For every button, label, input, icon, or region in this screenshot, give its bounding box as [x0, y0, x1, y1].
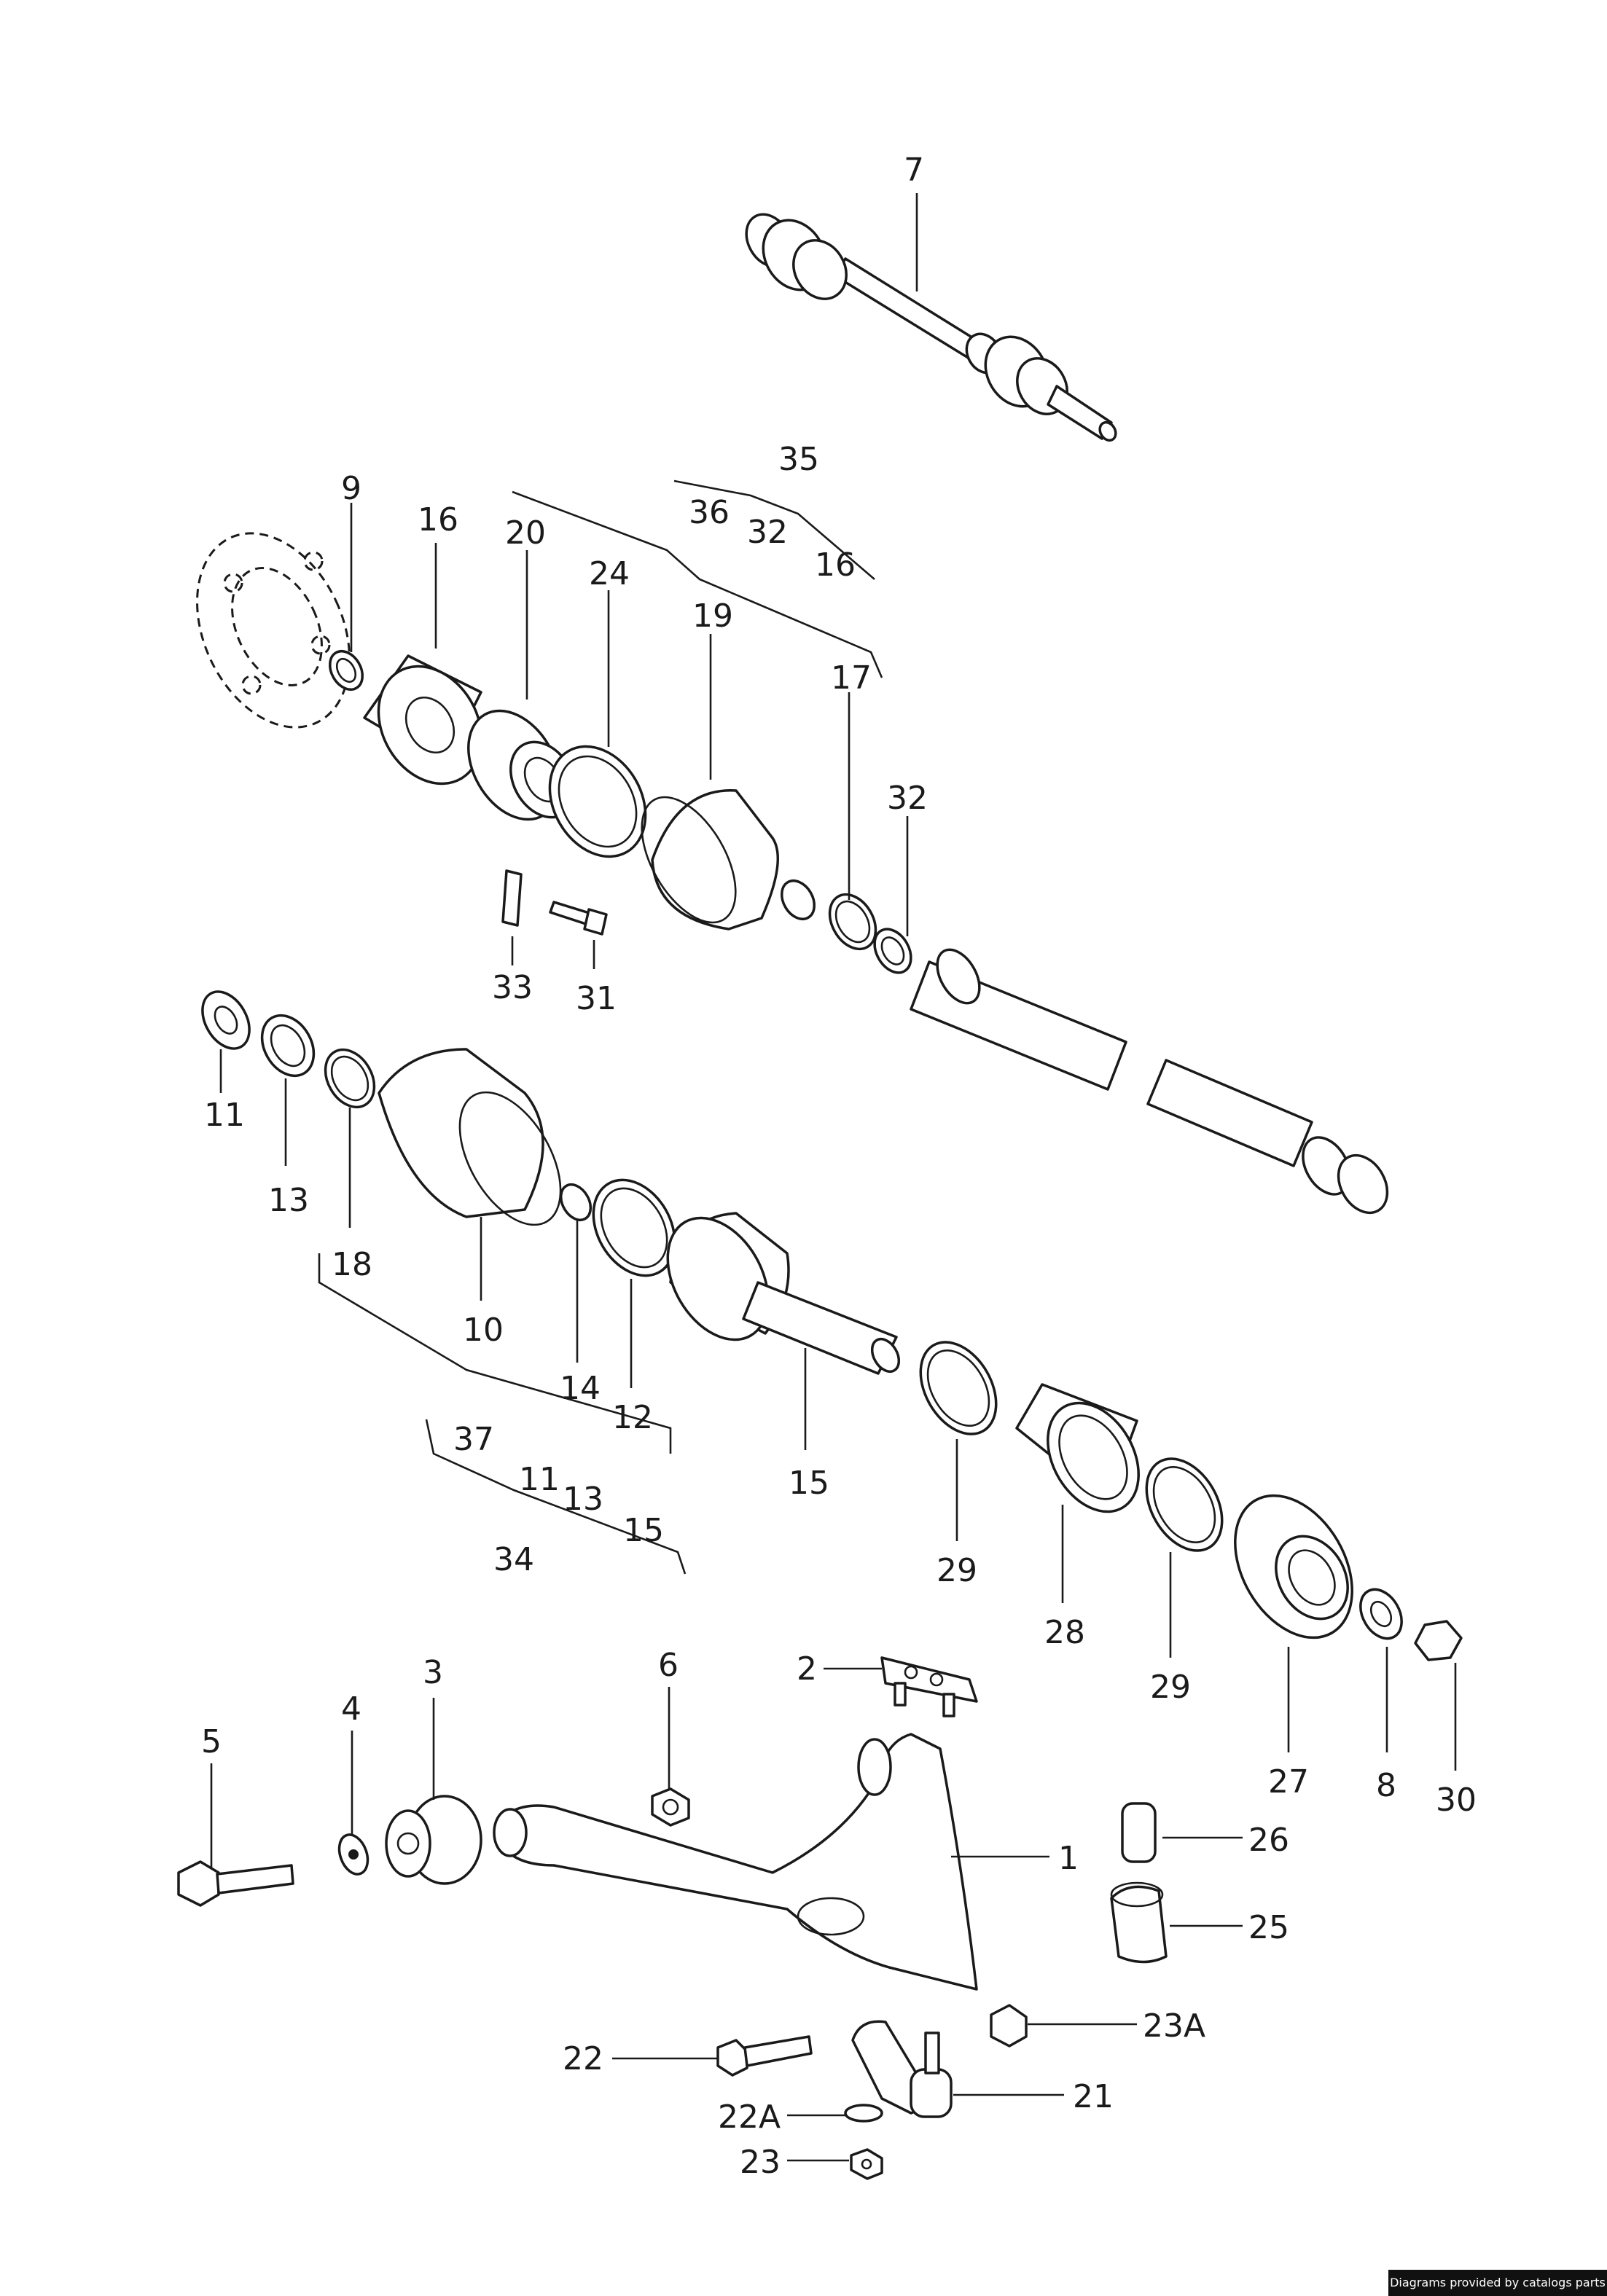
snap-ring-29a: [919, 1341, 998, 1435]
nut-30: [1414, 1620, 1463, 1661]
label-18: 18: [332, 1246, 372, 1283]
label-15: 15: [789, 1465, 829, 1502]
label-25: 25: [1248, 1909, 1289, 1946]
label-16-top: 16: [815, 546, 856, 584]
bushing-25: [1110, 1881, 1168, 1964]
ring-small: [780, 879, 816, 920]
label-29: 29: [937, 1552, 977, 1589]
ring-32: [873, 928, 912, 974]
washer-8: [1359, 1588, 1403, 1640]
ball-joint-21: [851, 2020, 953, 2118]
clamp-17: [828, 893, 877, 951]
label-22: 22: [563, 2040, 603, 2077]
bolt-31: [549, 901, 608, 936]
label-14: 14: [560, 1370, 601, 1407]
label-5: 5: [201, 1723, 222, 1760]
outer-cv-joint-16: [363, 654, 483, 785]
clamp-18: [324, 1048, 376, 1109]
bearing-28: [1015, 1383, 1140, 1513]
hub-27: [1234, 1494, 1353, 1639]
brake-disc-outline: [196, 532, 351, 729]
label-12: 12: [612, 1399, 653, 1436]
label-34: 34: [493, 1541, 534, 1578]
nut-6: [651, 1787, 690, 1827]
label-16: 16: [418, 501, 458, 538]
drive-shaft-middle: [910, 948, 1389, 1215]
label-22a: 22A: [718, 2099, 781, 2136]
label-15-bracket: 15: [623, 1512, 664, 1549]
label-23: 23: [740, 2144, 781, 2181]
label-37: 37: [453, 1421, 494, 1458]
label-20: 20: [505, 514, 546, 552]
clamp-24: [548, 745, 647, 858]
label-9: 9: [341, 470, 361, 507]
label-24: 24: [589, 555, 630, 592]
label-36: 36: [689, 494, 730, 531]
label-17: 17: [831, 659, 872, 697]
bolt-5: [177, 1860, 294, 1907]
label-28: 28: [1044, 1614, 1085, 1651]
washer-11: [201, 990, 251, 1050]
nut-23a: [990, 2004, 1028, 2048]
drive-shaft-assembly: [745, 213, 1117, 442]
bushing-3: [385, 1795, 482, 1885]
label-32: 32: [887, 780, 928, 817]
label-13: 13: [268, 1182, 309, 1219]
boot-10: [378, 1048, 562, 1226]
label-33: 33: [492, 969, 533, 1006]
label-3: 3: [423, 1654, 443, 1691]
label-30: 30: [1436, 1782, 1477, 1819]
leader-lines: [210, 193, 1457, 2162]
label-27: 27: [1268, 1763, 1309, 1801]
bracket-2: [880, 1656, 978, 1717]
cv-joint-15: [666, 1212, 901, 1375]
label-10: 10: [463, 1312, 504, 1349]
control-arm-1: [493, 1733, 978, 1991]
circlip-9: [328, 650, 364, 691]
washer-22a: [844, 2104, 883, 2123]
label-21: 21: [1073, 2078, 1114, 2115]
snap-ring-29b: [1145, 1457, 1224, 1552]
credit-badge: Diagrams provided by catalogs parts: [1388, 2270, 1607, 2296]
part-labels: 7 9 16 20 24 19 35 36 32 16 17 32 33 31 …: [201, 152, 1477, 2181]
label-32-top: 32: [747, 514, 788, 551]
label-6: 6: [658, 1647, 679, 1684]
circlip-14: [559, 1183, 593, 1221]
label-4: 4: [341, 1690, 361, 1728]
label-1: 1: [1058, 1840, 1079, 1877]
label-11: 11: [204, 1097, 245, 1134]
label-7: 7: [904, 152, 924, 189]
label-23a: 23A: [1143, 2007, 1205, 2045]
label-19: 19: [692, 597, 733, 635]
label-26: 26: [1248, 1822, 1289, 1859]
nut-23: [850, 2148, 883, 2180]
clamp-12: [592, 1178, 676, 1277]
label-29-right: 29: [1150, 1669, 1191, 1706]
bolt-22: [716, 2035, 813, 2077]
label-11-bracket: 11: [519, 1461, 560, 1498]
label-13-bracket: 13: [563, 1481, 603, 1518]
label-8: 8: [1376, 1767, 1396, 1804]
label-31: 31: [576, 980, 617, 1017]
sleeve-26: [1121, 1802, 1157, 1863]
label-35: 35: [778, 441, 819, 478]
washer-4: [337, 1833, 370, 1876]
boot-19: [641, 789, 780, 930]
lock-plate-33: [501, 869, 523, 927]
ring-13: [260, 1014, 316, 1078]
label-2: 2: [797, 1650, 817, 1688]
